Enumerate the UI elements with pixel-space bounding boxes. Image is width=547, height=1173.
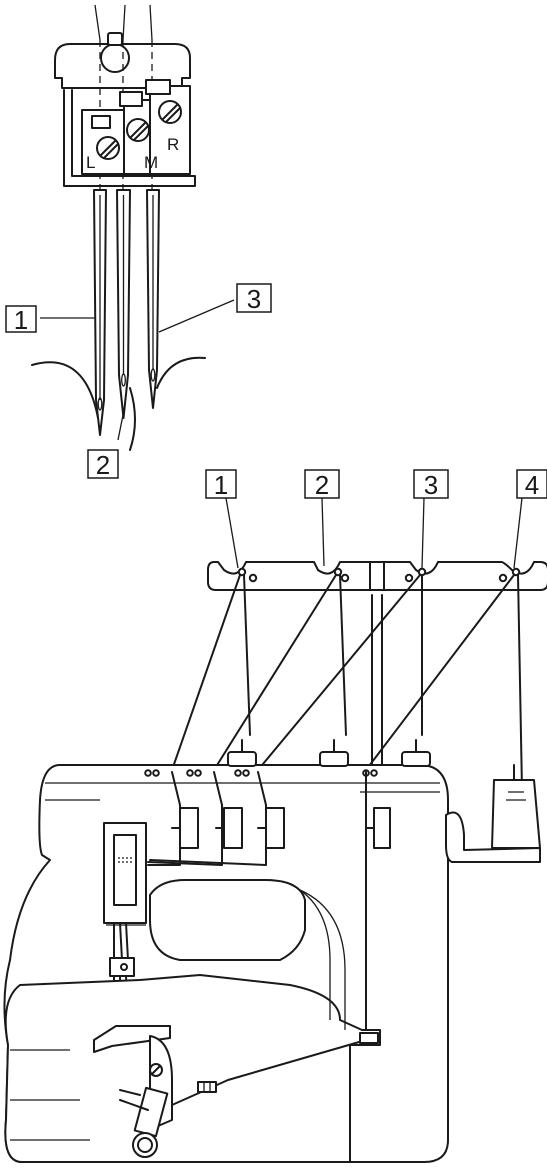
svg-text:1: 1 <box>214 470 228 500</box>
thread-guide-icon <box>197 1081 217 1093</box>
needle-clamp-figure: L M R 1 <box>5 4 272 480</box>
svg-text:2: 2 <box>315 470 329 500</box>
thread-guide-bar <box>207 561 547 591</box>
tension-guide <box>359 1032 379 1044</box>
callout-2: 2 <box>87 449 119 480</box>
svg-text:3: 3 <box>247 284 261 314</box>
spool-pin-icon <box>319 739 349 767</box>
presser-foot <box>93 1025 171 1053</box>
machine-arm-opening <box>149 879 306 961</box>
stand-callout-1: 1 <box>205 469 237 500</box>
right-needle <box>146 189 160 409</box>
middle-needle <box>116 189 131 419</box>
spool-holder-arm <box>445 811 541 863</box>
callout-3: 3 <box>236 283 272 314</box>
serger-figure: 1 2 3 4 <box>3 469 547 1163</box>
screw-icon <box>158 100 182 124</box>
screw-icon <box>96 136 120 160</box>
left-needle-letter: L <box>86 153 95 172</box>
stand-callout-2: 2 <box>304 469 340 500</box>
stand-callout-4: 4 <box>516 469 547 500</box>
screw-icon <box>126 118 150 142</box>
right-needle-letter: R <box>167 135 179 154</box>
tension-dials <box>171 807 391 849</box>
thread-cone <box>491 779 541 849</box>
callout-1: 1 <box>5 305 37 335</box>
stand-pole <box>371 594 383 771</box>
right-looper-curve <box>156 356 206 389</box>
svg-text:3: 3 <box>424 470 438 500</box>
left-needle <box>93 189 107 436</box>
stand-callout-3: 3 <box>413 469 449 500</box>
spool-pin-icon <box>227 739 257 767</box>
svg-text:4: 4 <box>525 470 539 500</box>
clamp-knob <box>100 43 130 73</box>
left-looper-curve <box>31 361 99 419</box>
middle-needle-letter: M <box>144 153 158 172</box>
machine-bed <box>4 974 381 1163</box>
svg-text:2: 2 <box>96 450 110 480</box>
spool-pin-icon <box>401 739 431 767</box>
svg-text:1: 1 <box>14 305 28 335</box>
